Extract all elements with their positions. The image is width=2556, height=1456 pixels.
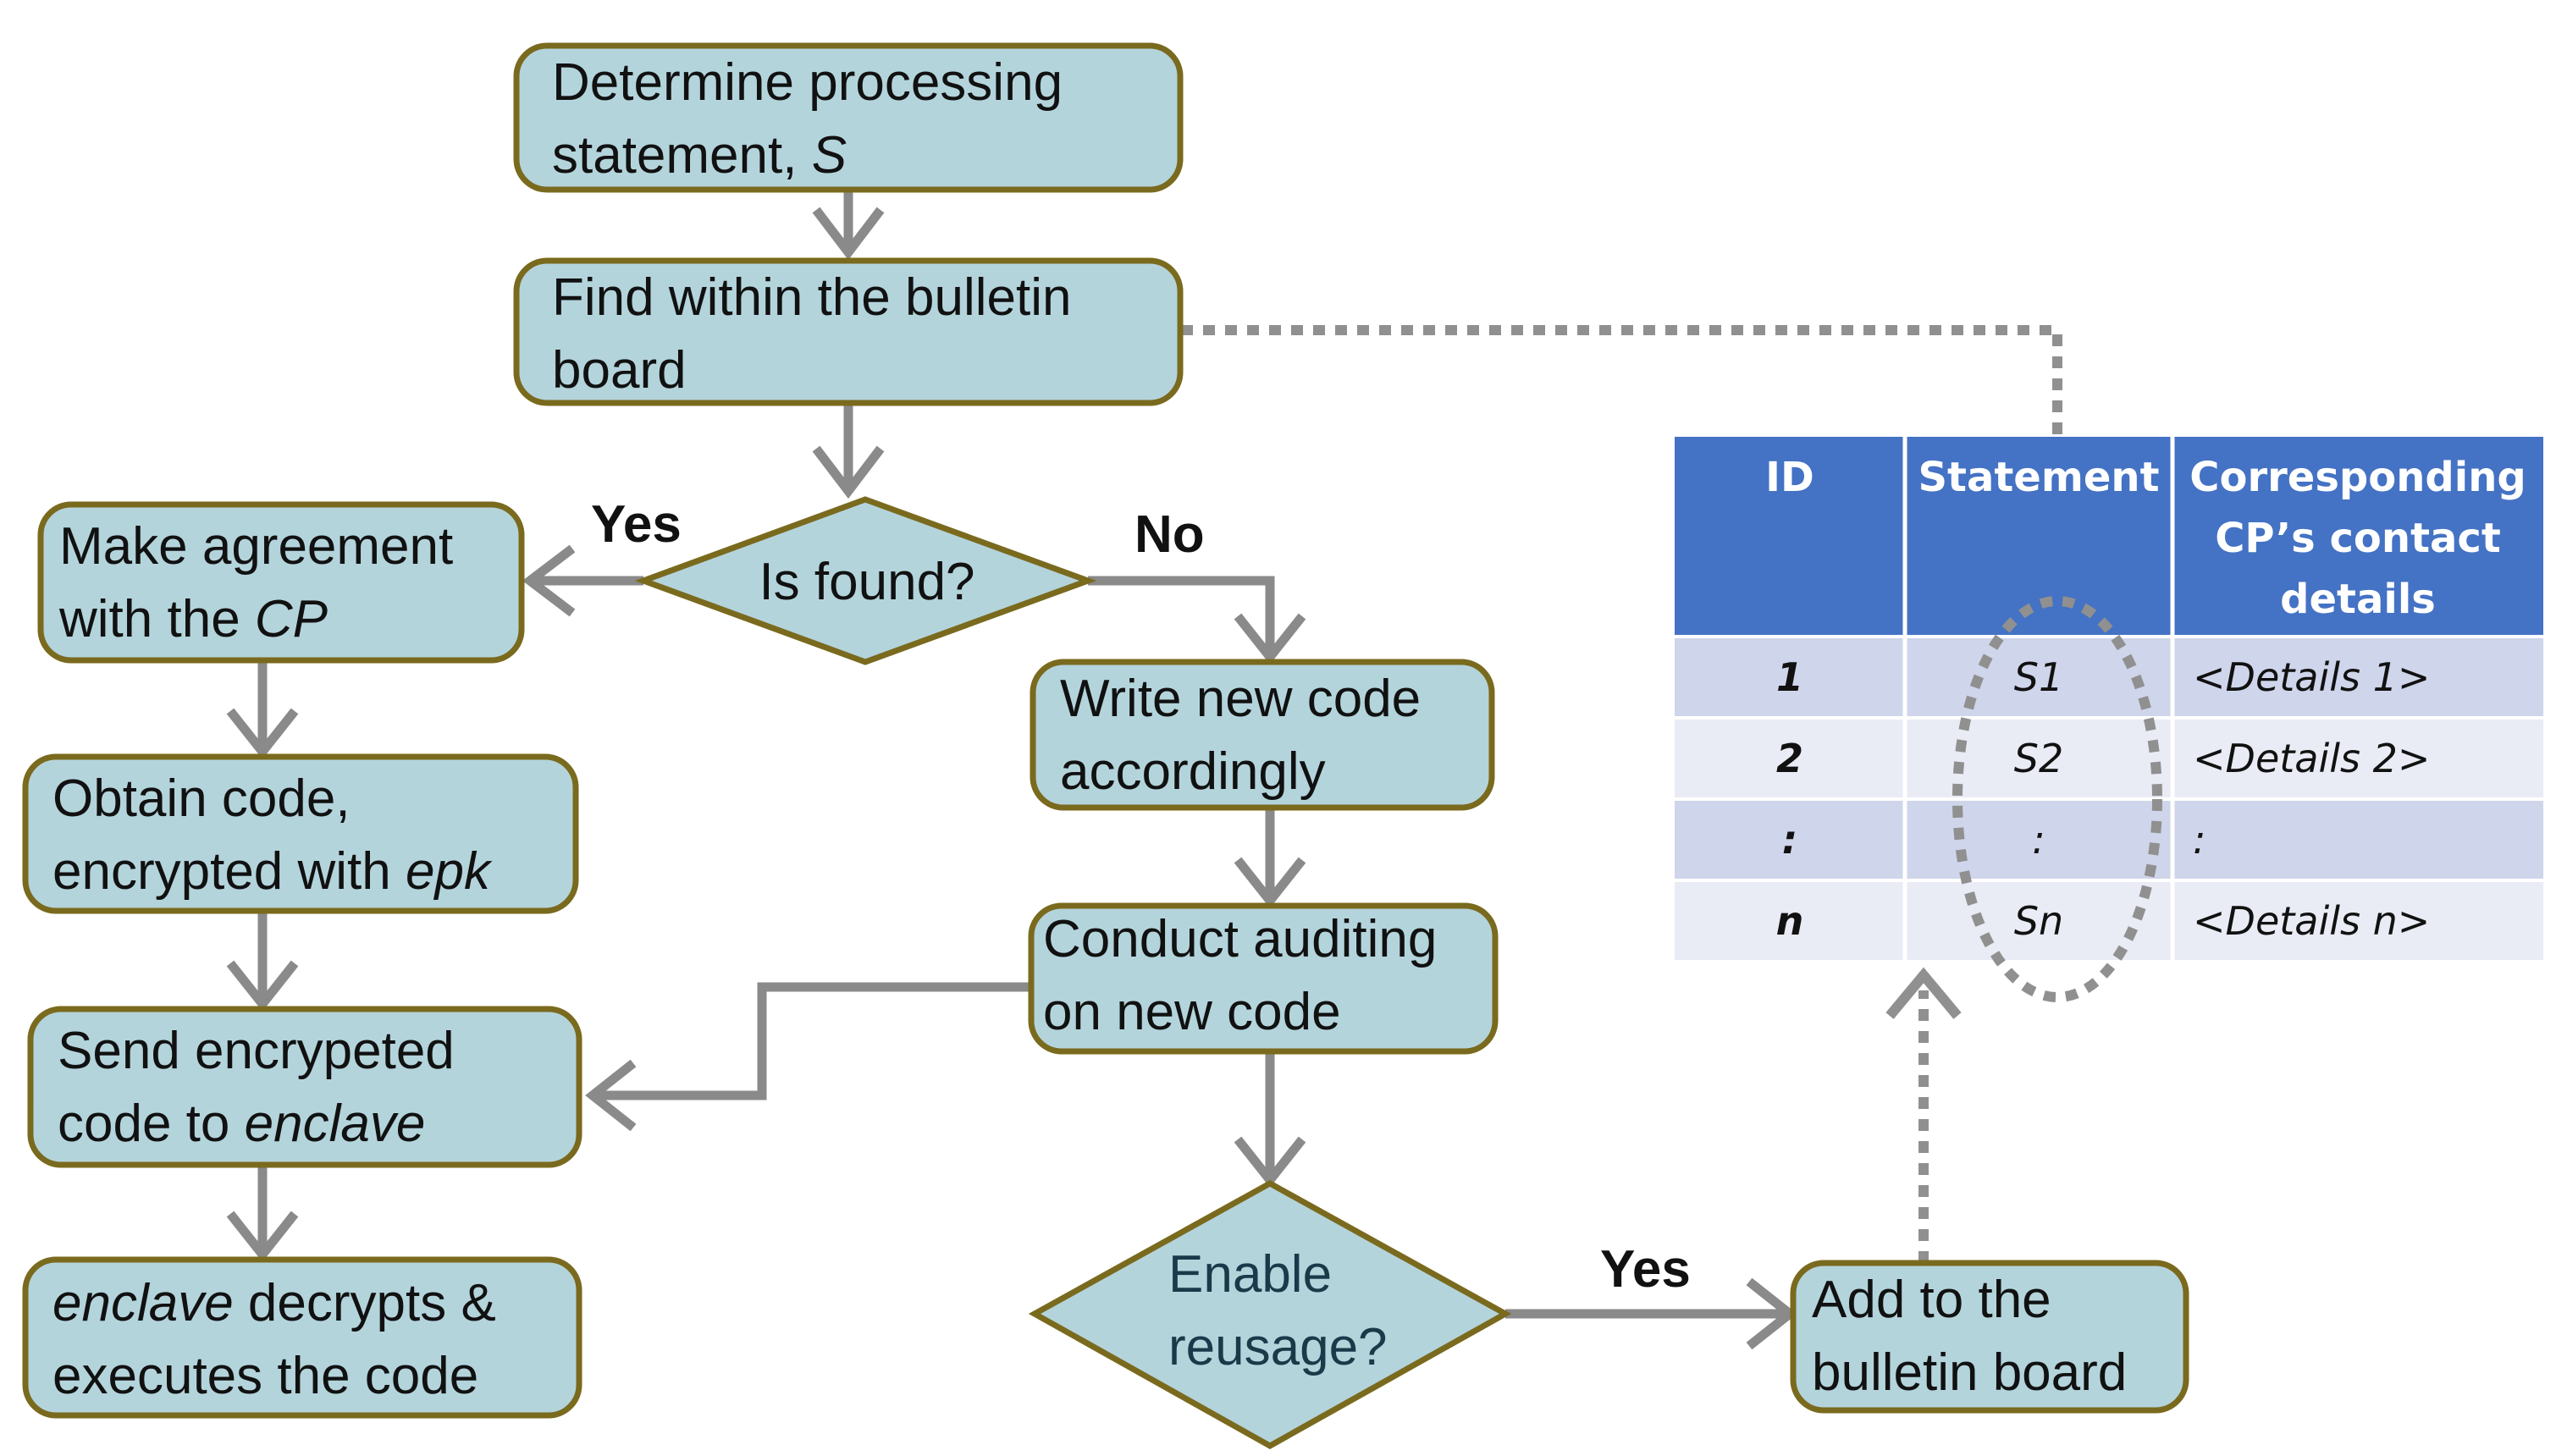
node-execute-box bbox=[22, 1256, 582, 1419]
arrowhead-reuse-yes bbox=[1746, 1277, 1797, 1350]
node-send-box bbox=[27, 1006, 582, 1168]
node-obtain-epk: epk bbox=[406, 842, 493, 901]
dotted-arrowhead-add-to-table bbox=[1885, 967, 1962, 1019]
node-determine-symbol: S bbox=[812, 126, 847, 185]
svg-text:Determine processing: Determine processing bbox=[552, 53, 1063, 112]
node-execute-line1: decrypts & bbox=[234, 1274, 496, 1332]
arrowhead-send-to-execute bbox=[226, 1211, 299, 1262]
table-header-statement: Statement bbox=[1918, 454, 2159, 501]
node-agreement: Make agreement with the CP bbox=[37, 501, 525, 664]
node-write-line2: accordingly bbox=[1060, 742, 1326, 801]
node-send-enclave: enclave bbox=[245, 1095, 426, 1153]
table-row-3-statement: : bbox=[2032, 817, 2045, 863]
arrowhead-audit-to-send bbox=[585, 1059, 637, 1132]
node-audit-box bbox=[1028, 902, 1499, 1055]
table-row-4-statement: Sn bbox=[2014, 898, 2063, 944]
node-write: Write new code accordingly bbox=[1030, 659, 1495, 811]
arrowhead-agreement-to-obtain bbox=[226, 708, 299, 759]
node-send: Send encrypeted code to enclave bbox=[27, 1006, 582, 1168]
node-execute-enclave: enclave bbox=[52, 1274, 234, 1332]
table-header-contact-2: CP’s contact bbox=[2215, 515, 2501, 562]
node-agreement-line2: with the bbox=[58, 590, 255, 648]
node-determine-line2: statement, bbox=[552, 126, 812, 185]
svg-text:with the CP: with the CP bbox=[58, 590, 328, 648]
node-send-line2: code to bbox=[58, 1095, 245, 1153]
node-audit: Conduct auditing on new code bbox=[1028, 902, 1499, 1055]
node-obtain: Obtain code, encrypted with epk bbox=[22, 753, 579, 914]
node-find: Find within the bulletin board bbox=[513, 257, 1184, 406]
node-determine-box bbox=[513, 42, 1184, 193]
node-find-line2: board bbox=[552, 341, 687, 400]
flow-arrows bbox=[226, 191, 1797, 1350]
table-row-4-id: n bbox=[1776, 898, 1804, 944]
decision-is-found: Is found? bbox=[634, 496, 1097, 665]
table-row-3-bg bbox=[1675, 801, 2543, 879]
table-row-2-details: <Details 2> bbox=[2193, 736, 2430, 781]
node-execute: enclave decrypts & executes the code bbox=[22, 1256, 582, 1419]
node-add-line1: Add to the bbox=[1812, 1271, 2051, 1329]
node-agreement-cp: CP bbox=[255, 590, 328, 648]
arrow-decision-no bbox=[1088, 576, 1275, 659]
node-audit-line1: Conduct auditing bbox=[1043, 910, 1437, 968]
table-row-1-id: 1 bbox=[1776, 654, 1803, 700]
svg-text:encrypted with epk: encrypted with epk bbox=[52, 842, 493, 901]
table-header-contact-3: details bbox=[2280, 576, 2436, 623]
table-row-4-bg bbox=[1675, 882, 2543, 960]
arrow-audit-to-send bbox=[593, 982, 1031, 1100]
node-add-line2: bulletin board bbox=[1812, 1343, 2127, 1402]
node-obtain-box bbox=[22, 753, 579, 914]
node-write-box bbox=[1030, 659, 1495, 811]
branch-label-yes-reuse: Yes bbox=[1600, 1240, 1691, 1299]
table-header-bg bbox=[1675, 437, 2543, 635]
node-obtain-line2: encrypted with bbox=[52, 842, 406, 901]
decision-reuse-line1: Enable bbox=[1168, 1245, 1332, 1304]
table-header-contact-1: Corresponding bbox=[2189, 454, 2526, 501]
decision-is-found-shape bbox=[634, 496, 1097, 665]
svg-text:code to enclave: code to enclave bbox=[58, 1095, 425, 1153]
table-row-1-bg bbox=[1675, 638, 2543, 716]
table-row-3-id: : bbox=[1782, 817, 1797, 863]
decision-reuse: Enable reusage? bbox=[1028, 1179, 1512, 1450]
node-add: Add to the bulletin board bbox=[1790, 1260, 2189, 1414]
node-send-line1: Send encrypeted bbox=[58, 1022, 455, 1080]
table-row-2-statement: S2 bbox=[2014, 736, 2063, 781]
branch-label-yes-found: Yes bbox=[591, 495, 682, 554]
branch-label-no-found: No bbox=[1134, 505, 1205, 564]
node-agreement-line1: Make agreement bbox=[59, 517, 453, 576]
svg-text:statement, S: statement, S bbox=[552, 126, 847, 185]
arrowhead-determine-to-find bbox=[812, 207, 885, 261]
bulletin-table: ID Statement Corresponding CP’s contact … bbox=[1675, 437, 2543, 960]
statement-highlight-ellipse bbox=[1952, 596, 2162, 1002]
table-row-2-id: 2 bbox=[1776, 736, 1803, 781]
arrowhead-decision-no bbox=[1234, 613, 1306, 665]
table-row-1-statement: S1 bbox=[2014, 654, 2063, 700]
table-row-4-details: <Details n> bbox=[2193, 898, 2430, 944]
node-agreement-box bbox=[37, 501, 525, 664]
decision-reuse-line2: reusage? bbox=[1168, 1318, 1388, 1376]
node-determine: Determine processing statement, S bbox=[513, 42, 1184, 193]
arrowhead-obtain-to-send bbox=[226, 960, 299, 1012]
node-find-line1: Find within the bulletin bbox=[552, 268, 1071, 327]
arrowhead-find-to-decision bbox=[812, 445, 885, 499]
node-obtain-line1: Obtain code, bbox=[52, 769, 351, 828]
node-add-box bbox=[1790, 1260, 2189, 1414]
table-row-1-details: <Details 1> bbox=[2193, 654, 2430, 700]
decision-is-found-label: Is found? bbox=[759, 553, 974, 611]
node-write-line1: Write new code bbox=[1060, 670, 1421, 728]
table-row-2-bg bbox=[1675, 720, 2543, 797]
table-header-id: ID bbox=[1765, 454, 1814, 501]
decision-reuse-shape bbox=[1028, 1179, 1512, 1450]
arrowhead-write-to-audit bbox=[1234, 857, 1306, 908]
node-execute-line2: executes the code bbox=[52, 1347, 478, 1405]
svg-text:enclave decrypts &: enclave decrypts & bbox=[52, 1274, 496, 1332]
node-find-box bbox=[513, 257, 1184, 406]
node-audit-line2: on new code bbox=[1043, 983, 1341, 1041]
node-determine-line1: Determine processing bbox=[552, 53, 1063, 112]
table-row-3-details: : bbox=[2193, 817, 2206, 863]
arrowhead-decision-yes bbox=[522, 544, 576, 617]
